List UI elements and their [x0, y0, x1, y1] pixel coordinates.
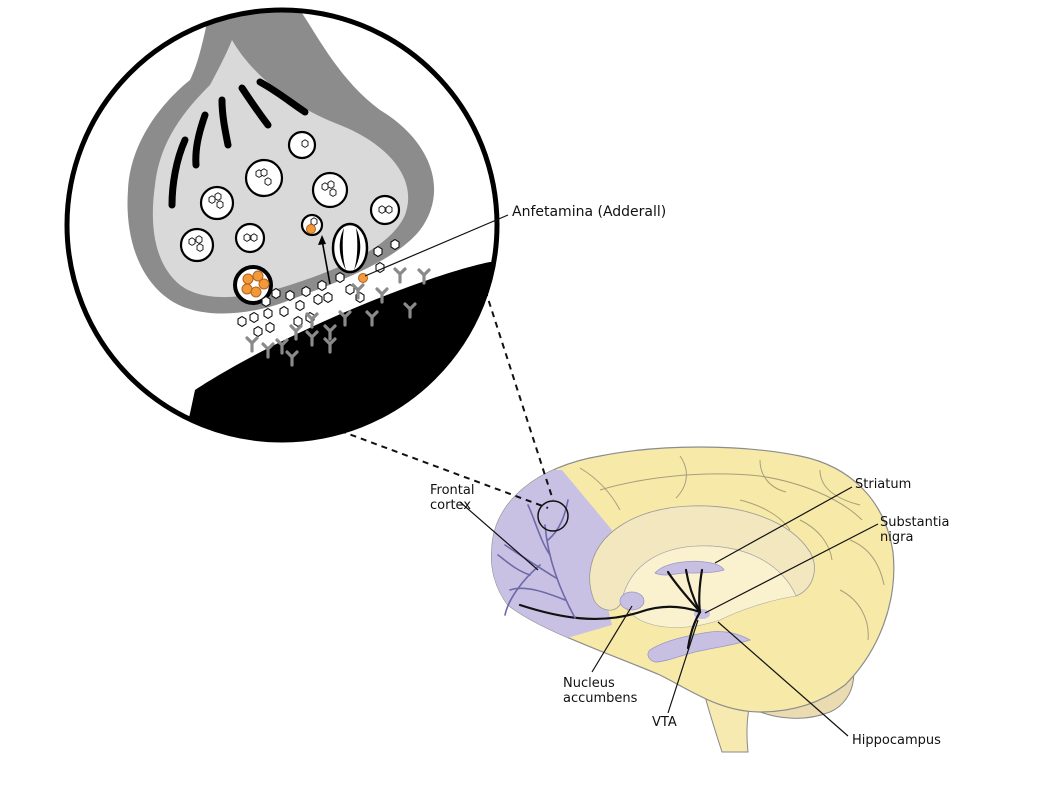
striatum-label: Striatum	[855, 477, 912, 492]
amphetamine-leader	[364, 214, 509, 277]
substantia-nigra-label-line1: Substantia	[880, 515, 950, 530]
hippocampus-leader	[717, 621, 849, 737]
substantia-nigra-leader	[704, 523, 879, 614]
cytoskeleton	[168, 78, 309, 209]
nucleus-accumbens-label-line1: Nucleus	[563, 676, 615, 691]
hippocampus-label: Hippocampus	[852, 733, 941, 748]
brain-illustration	[490, 446, 895, 753]
nucleus-accumbens-label: Nucleus accumbens	[563, 676, 637, 706]
gyri-lines	[579, 455, 885, 641]
leader-lines	[364, 214, 879, 737]
amphetamine-label: Anfetamina (Adderall)	[512, 204, 667, 220]
transporter	[331, 222, 369, 274]
nucleus-accumbens-leader	[591, 605, 633, 673]
synapse-zoom	[64, 7, 500, 443]
frontal-cortex-label-line1: Frontal	[430, 483, 475, 498]
frontal-cortex-leader	[459, 501, 539, 571]
zoom-origin-circle	[537, 500, 569, 532]
frontal-cortex-label: Frontal cortex	[430, 483, 474, 513]
vesicles	[179, 130, 401, 305]
hippocampus-region	[647, 631, 751, 663]
vta-label: VTA	[652, 715, 677, 730]
frontal-cortex-label-line2: cortex	[430, 498, 472, 513]
substantia-nigra-label: Substantia nigra	[880, 515, 950, 545]
nucleus-accumbens-region	[619, 591, 645, 611]
vta-leader	[667, 619, 699, 714]
dopamine-pathways	[518, 568, 704, 650]
striatum-leader	[714, 486, 853, 564]
frontal-cortex-region	[491, 470, 612, 640]
nucleus-accumbens-label-line2: accumbens	[563, 691, 638, 706]
release-arrow	[318, 235, 331, 285]
substantia-nigra-label-line2: nigra	[880, 530, 914, 545]
striatum-region	[654, 560, 725, 576]
cortical-projections	[497, 499, 576, 619]
